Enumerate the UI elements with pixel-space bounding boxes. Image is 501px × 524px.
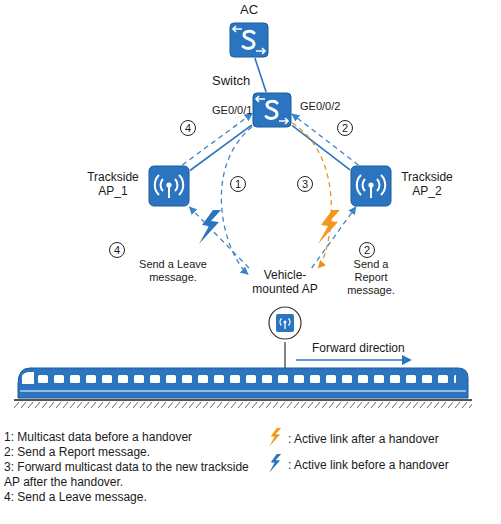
switch-body (253, 93, 291, 127)
legend-text: : Active link before a handover (288, 458, 449, 472)
annotation-text: Forward direction (312, 341, 405, 355)
annotation-text: GE0/0/2 (300, 100, 340, 113)
switch-arrow (256, 96, 265, 102)
train-windows (36, 374, 456, 384)
ap-icon (148, 165, 190, 207)
ap-ring (269, 307, 301, 339)
node-label: Switch (212, 73, 264, 89)
callout-number: 2 (337, 120, 353, 136)
switch-node: Switch (252, 92, 292, 128)
legend-bolt (269, 454, 281, 473)
callout-number: 4 (109, 242, 125, 258)
ap-antenna (166, 182, 171, 187)
node-label: Trackside AP_2 (396, 170, 458, 199)
key-note: 2: Send a Report message. (4, 445, 252, 460)
switch-arrow (233, 26, 242, 32)
ap-icon (350, 165, 392, 207)
key-note: 3: Forward multicast data to the new tra… (4, 460, 252, 490)
dashed-flow-arrow (292, 114, 358, 165)
node-label: Trackside AP_1 (82, 170, 144, 199)
track-bed (14, 402, 472, 408)
ap-body (276, 314, 294, 332)
callout-number: 3 (297, 176, 313, 192)
switch-glyph (266, 101, 277, 118)
ap-node: Trackside AP_1 (148, 165, 190, 207)
lightning-bolt (199, 210, 221, 244)
antenna-mount (284, 342, 285, 368)
direction-arrow-head (402, 355, 412, 365)
dashed-flow-arrow (292, 123, 331, 268)
annotation-text: Send a Leave message. (132, 258, 214, 284)
switch-arrow (279, 118, 288, 124)
node-label: Vehicle-mounted AP (248, 268, 322, 297)
train-stripe (20, 390, 466, 391)
ap-stem (168, 187, 170, 198)
key-notes: 1: Multicast data before a handover2: Se… (4, 430, 252, 505)
legend-text: : Active link after a handover (288, 432, 439, 446)
ap-stem (370, 187, 372, 198)
switch-body (230, 23, 268, 57)
dashed-flow-arrow (312, 207, 356, 268)
switch-icon (252, 92, 292, 128)
train-front-window (22, 372, 34, 384)
switch-icon (229, 22, 269, 58)
network-link (255, 58, 266, 92)
callout-number: 1 (230, 176, 246, 192)
annotation-text: GE0/0/1 (212, 104, 252, 117)
ap-body (351, 166, 391, 206)
switch-arrow (256, 48, 265, 54)
rail (14, 399, 472, 401)
ap-antenna (368, 182, 373, 187)
train-body (18, 368, 468, 398)
ap-body (149, 166, 189, 206)
direction-arrow (296, 359, 404, 361)
vehicle-ap-icon (268, 306, 302, 340)
ap-node: Trackside AP_2 (350, 165, 392, 207)
callout-number: 4 (180, 120, 196, 136)
ac-node: AC (229, 22, 269, 58)
callout-number: 2 (359, 242, 375, 258)
switch-glyph (243, 31, 254, 48)
dashed-flow-arrow (221, 127, 252, 275)
annotation-text: Send a Report message. (336, 258, 406, 298)
node-label: AC (218, 2, 280, 18)
network-link (190, 125, 252, 171)
legend-bolt (269, 428, 281, 447)
key-note: 1: Multicast data before a handover (4, 430, 252, 445)
ap-stem (284, 323, 285, 329)
key-note: 4: Send a Leave message. (4, 490, 252, 505)
vehicle-ap-node: Vehicle-mounted AP (248, 268, 322, 342)
